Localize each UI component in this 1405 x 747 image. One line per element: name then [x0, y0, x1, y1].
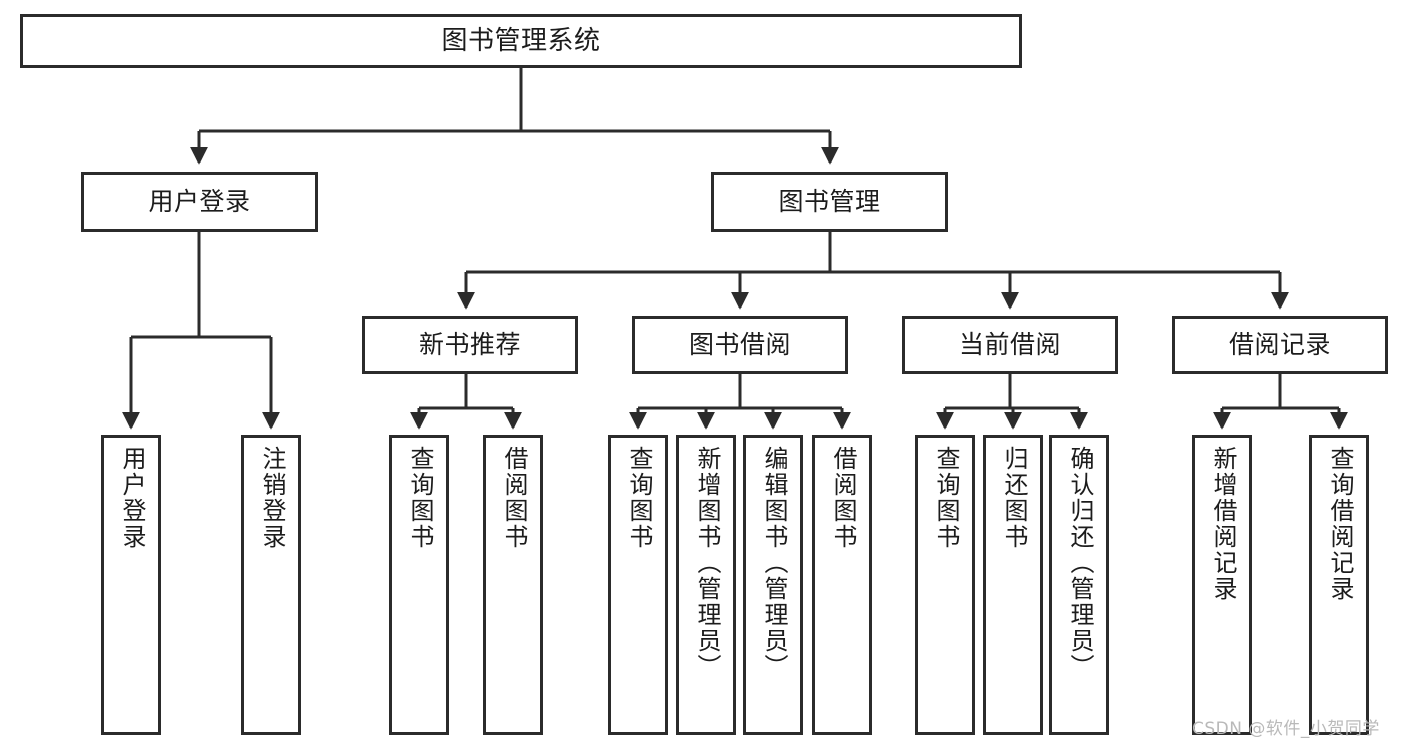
node-label: 借阅图书 — [828, 446, 857, 550]
node-label: 图书管理系统 — [441, 25, 601, 56]
node-label: 注销登录 — [257, 446, 286, 550]
leaf-return-book[interactable]: 归还图书 — [983, 435, 1043, 735]
node-label: 查询图书 — [624, 446, 653, 550]
leaf-add-borrow-record[interactable]: 新增借阅记录 — [1192, 435, 1252, 735]
node-label: 查询借阅记录 — [1325, 446, 1354, 602]
leaf-logout[interactable]: 注销登录 — [241, 435, 301, 735]
node-book-borrow[interactable]: 图书借阅 — [632, 316, 848, 374]
node-label: 新书推荐 — [418, 330, 521, 360]
leaf-query-book-recommend[interactable]: 查询图书 — [389, 435, 449, 735]
node-label: 归还图书 — [999, 446, 1028, 550]
node-label: 新增图书（管理员） — [692, 446, 721, 680]
node-user-login[interactable]: 用户登录 — [81, 172, 318, 232]
node-label: 图书借阅 — [688, 330, 791, 360]
node-new-book-recommend[interactable]: 新书推荐 — [362, 316, 578, 374]
node-label: 用户登录 — [117, 446, 146, 550]
leaf-confirm-return-admin[interactable]: 确认归还（管理员） — [1049, 435, 1109, 735]
node-label: 借阅记录 — [1228, 330, 1331, 360]
leaf-query-borrow-record[interactable]: 查询借阅记录 — [1309, 435, 1369, 735]
leaf-borrow-book[interactable]: 借阅图书 — [812, 435, 872, 735]
node-label: 借阅图书 — [499, 446, 528, 550]
leaf-user-login[interactable]: 用户登录 — [101, 435, 161, 735]
node-label: 图书管理 — [778, 187, 881, 217]
node-current-borrow[interactable]: 当前借阅 — [902, 316, 1118, 374]
node-label: 用户登录 — [148, 187, 251, 217]
leaf-borrow-book-recommend[interactable]: 借阅图书 — [483, 435, 543, 735]
node-label: 新增借阅记录 — [1208, 446, 1237, 602]
node-label: 编辑图书（管理员） — [759, 446, 788, 680]
node-book-management[interactable]: 图书管理 — [711, 172, 948, 232]
node-label: 查询图书 — [405, 446, 434, 550]
node-label: 确认归还（管理员） — [1065, 446, 1094, 680]
csdn-watermark: CSDN @软件_小贺同学 — [1192, 719, 1380, 739]
leaf-query-book-current[interactable]: 查询图书 — [915, 435, 975, 735]
node-borrow-records[interactable]: 借阅记录 — [1172, 316, 1388, 374]
leaf-add-book-admin[interactable]: 新增图书（管理员） — [676, 435, 736, 735]
leaf-query-book-borrow[interactable]: 查询图书 — [608, 435, 668, 735]
leaf-edit-book-admin[interactable]: 编辑图书（管理员） — [743, 435, 803, 735]
node-root-book-management-system[interactable]: 图书管理系统 — [20, 14, 1022, 68]
node-label: 查询图书 — [931, 446, 960, 550]
node-label: 当前借阅 — [958, 330, 1061, 360]
